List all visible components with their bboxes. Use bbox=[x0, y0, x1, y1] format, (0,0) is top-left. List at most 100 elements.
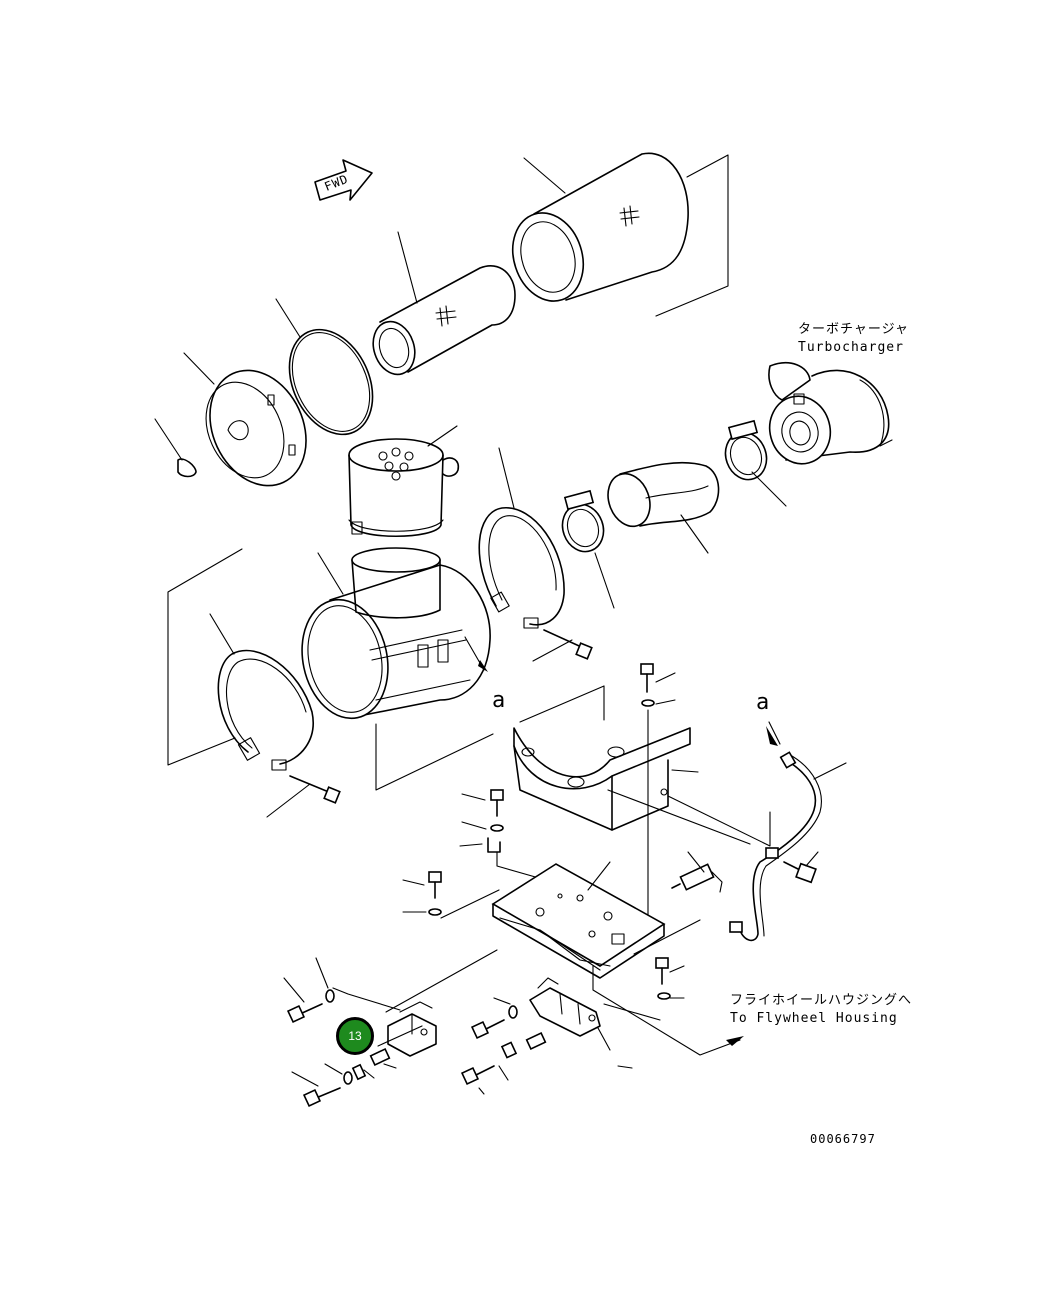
leader-line bbox=[667, 795, 771, 847]
fwd-arrow-icon bbox=[314, 159, 373, 201]
washer bbox=[657, 992, 671, 1000]
flywheel-label-en: To Flywheel Housing bbox=[730, 1011, 898, 1026]
washer bbox=[325, 989, 335, 1003]
turbocharger-label-en: Turbocharger bbox=[798, 340, 904, 355]
callout-number: 13 bbox=[348, 1029, 362, 1043]
air-cleaner-cover bbox=[205, 369, 307, 487]
leader-line bbox=[427, 425, 458, 447]
leader-line bbox=[183, 352, 215, 385]
drawing-number: 00066797 bbox=[810, 1132, 876, 1146]
leader-line bbox=[597, 1027, 611, 1051]
leader-line bbox=[587, 861, 611, 891]
leader-bracket bbox=[655, 154, 729, 317]
leader-line bbox=[603, 1003, 661, 1021]
tube-connector bbox=[783, 861, 817, 884]
leader-line bbox=[519, 685, 605, 723]
bolt-cradle bbox=[640, 663, 654, 693]
leader-line bbox=[324, 1063, 343, 1075]
leader-line bbox=[594, 552, 615, 609]
leader-line bbox=[478, 1087, 485, 1095]
leader-line bbox=[283, 977, 305, 1003]
band-bolt-right bbox=[543, 629, 593, 660]
leader-line bbox=[655, 672, 676, 683]
leader-line bbox=[680, 514, 709, 554]
flywheel-label-jp: フライホイールハウジングへ bbox=[730, 993, 913, 1008]
leader-line bbox=[209, 613, 235, 655]
leader-line bbox=[402, 879, 425, 886]
leader-line bbox=[363, 1069, 375, 1079]
leader-bracket bbox=[167, 548, 243, 766]
clip bbox=[351, 1063, 367, 1081]
filter-hatch-icon bbox=[619, 205, 640, 227]
leader-line bbox=[751, 471, 787, 507]
leader-bracket bbox=[375, 723, 494, 791]
washer bbox=[641, 699, 655, 707]
reference-letter-right: a bbox=[756, 690, 770, 715]
leader-line bbox=[669, 965, 685, 973]
turbocharger bbox=[768, 362, 893, 465]
air-cleaner-body bbox=[301, 547, 491, 720]
ref-arrowhead bbox=[766, 726, 778, 746]
hose-clamp-left bbox=[561, 489, 605, 553]
mounting-plate bbox=[491, 863, 666, 979]
washer bbox=[343, 1071, 353, 1085]
leader-line bbox=[440, 889, 500, 919]
leader-line bbox=[315, 957, 329, 989]
leader-line bbox=[385, 949, 498, 1013]
intake-hose bbox=[607, 461, 720, 528]
leader-line bbox=[617, 1065, 633, 1069]
leader-line bbox=[461, 793, 486, 801]
leader-line bbox=[317, 552, 344, 595]
outer-filter-element bbox=[512, 152, 689, 302]
leader-line bbox=[291, 1071, 319, 1087]
bolt-bottom-left-upper bbox=[286, 1003, 323, 1024]
precleaner bbox=[348, 438, 460, 537]
leader-line bbox=[607, 789, 751, 845]
leader-line bbox=[805, 851, 819, 867]
leader-line bbox=[633, 919, 701, 955]
washer bbox=[490, 824, 504, 832]
leader-line bbox=[275, 298, 301, 338]
bolt-bottom-left-lower bbox=[302, 1087, 341, 1108]
leader-line bbox=[493, 997, 511, 1005]
leader-line bbox=[498, 1065, 509, 1081]
spacer-lower bbox=[525, 1032, 547, 1050]
bolt-left bbox=[428, 871, 442, 899]
restriction-sensor bbox=[671, 863, 723, 893]
bolt-lower-middle bbox=[470, 1019, 505, 1040]
leader-line bbox=[459, 843, 483, 847]
leader-line bbox=[266, 783, 311, 818]
washer bbox=[508, 1005, 518, 1019]
leader-line bbox=[671, 769, 699, 773]
leader-line bbox=[592, 965, 741, 1056]
leader-line bbox=[498, 447, 515, 509]
clip-lower bbox=[500, 1041, 518, 1059]
spacer-bottom bbox=[369, 1048, 391, 1066]
mounting-band-left bbox=[217, 649, 314, 771]
leader-line bbox=[813, 762, 847, 780]
inner-filter-element bbox=[372, 265, 516, 376]
leader-line bbox=[397, 231, 418, 304]
restriction-tube bbox=[729, 751, 822, 942]
bolt-lower-left bbox=[460, 1065, 495, 1086]
leader-line bbox=[687, 851, 705, 873]
ref-arrow bbox=[768, 721, 781, 745]
leader-line bbox=[383, 1063, 397, 1069]
ref-arrowhead bbox=[726, 1036, 744, 1046]
leader-line bbox=[154, 418, 183, 461]
ref-arrowhead bbox=[478, 660, 488, 672]
cradle-bracket bbox=[513, 685, 691, 831]
part-callout-13[interactable]: 13 bbox=[336, 1017, 374, 1055]
turbocharger-label-jp: ターボチャージャ bbox=[798, 322, 909, 337]
lower-bracket-left bbox=[387, 1001, 437, 1057]
bolt-upper bbox=[490, 789, 504, 817]
leader-line bbox=[461, 821, 487, 830]
leader-line bbox=[532, 639, 573, 662]
hose-clamp-right bbox=[724, 419, 768, 481]
leader-line bbox=[332, 987, 401, 1011]
washer bbox=[428, 908, 442, 916]
bolt-lower-right bbox=[655, 957, 669, 985]
mounting-band-right bbox=[478, 507, 565, 629]
